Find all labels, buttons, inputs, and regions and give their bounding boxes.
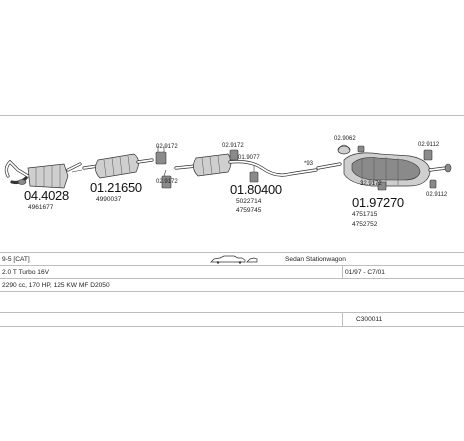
row-line-3	[0, 291, 464, 292]
callout-clamp-1: 02.9172	[156, 144, 178, 150]
callout-hanger-2: 02.9112	[418, 142, 440, 148]
oem-number-1: 4961677	[28, 204, 54, 211]
callout-note: *93	[304, 161, 314, 167]
catalytic-converter-part[interactable]	[82, 153, 154, 179]
row-line-2	[0, 278, 464, 279]
row-line-4	[0, 312, 464, 313]
middle-silencer-part[interactable]	[174, 153, 318, 177]
row-line-5	[0, 326, 464, 327]
exhaust-system-diagram: 04.4028 4961677 01.21650 4990037 01.8040…	[4, 136, 452, 228]
callout-clamp-3: 02.9172	[222, 143, 244, 149]
part-number-3: 01.80400	[230, 182, 282, 197]
col-line-code	[342, 312, 343, 326]
rear-hardware[interactable]	[337, 144, 437, 191]
vehicle-body-type: Sedan Stationwagon	[285, 256, 346, 263]
vehicle-specs: 2290 cc, 170 HP, 125 KW MF D2050	[2, 282, 110, 289]
callout-clamp-4: 32.9172	[360, 181, 382, 187]
diagram-code: C300011	[356, 316, 383, 323]
callout-hanger-1: 01.9077	[238, 155, 260, 161]
part-number-2: 01.21650	[90, 180, 142, 195]
front-pipe-part[interactable]	[4, 159, 83, 189]
table-top	[0, 252, 464, 253]
vehicle-engine: 2.0 T Turbo 16V	[2, 269, 50, 276]
oem-number-2: 4990037	[96, 196, 122, 203]
callout-hanger-3: 02.9112	[426, 192, 448, 198]
vehicle-dates: 01/97 - C7/01	[345, 269, 385, 276]
part-number-1: 04.4028	[24, 188, 69, 203]
separator-top	[0, 115, 464, 116]
oem-number-3a: 5022714	[236, 198, 262, 205]
vehicle-model: 9-5 [CAT]	[2, 256, 30, 263]
oem-number-4b: 4752752	[352, 221, 378, 228]
part-number-4: 01.97270	[352, 195, 404, 210]
row-line-1	[0, 265, 464, 266]
oem-number-3b: 4759745	[236, 207, 262, 214]
callout-clamp-2: 02.9172	[156, 179, 178, 185]
callout-gasket: 02.9062	[334, 136, 356, 142]
hanger-hardware[interactable]	[229, 149, 259, 183]
oem-number-4a: 4751715	[352, 211, 378, 218]
car-silhouette-icon	[210, 255, 258, 264]
clamp-hardware[interactable]	[155, 146, 172, 189]
rear-silencer-part[interactable]	[316, 152, 452, 187]
col-line-dates	[342, 265, 343, 278]
